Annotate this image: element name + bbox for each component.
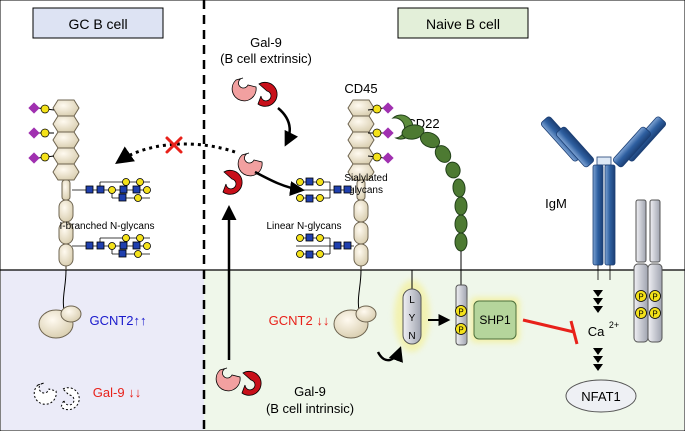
gc-b-cell-header: GC B cell [32,7,164,39]
galectin9-extrinsic-icon [231,77,278,107]
bcr-signal-arrows [593,290,603,371]
absent-galectin-icon [33,382,80,411]
gc-cd45-protein [38,99,82,339]
gal9-extrinsic-title: Gal-9 [250,35,282,50]
naive-b-cell-header: Naive B cell [397,7,529,39]
lyn-letter-y: Y [409,313,416,324]
cd45-label: CD45 [344,81,377,96]
sialylated-glycans-label-line1: Sialylated [344,173,387,184]
calcium-label: Ca [588,324,605,339]
block-x-icon [165,136,183,154]
shp1-phosphatase: SHP1 [470,297,520,343]
cd45-to-lyn-arrow [376,346,403,363]
svg-text:P: P [652,293,657,302]
lyn-kinase: L Y N [394,270,430,352]
lyn-letter-n: N [408,331,415,342]
naive-linear-glycan-lower [296,233,354,259]
naive-linear-glycan-upper [296,177,354,203]
igm-receptor [540,116,667,280]
linear-nglycans-label: Linear N-glycans [266,221,341,232]
ig-alpha-beta: P P P P [633,199,663,343]
gal9-intrinsic-title: Gal-9 [294,384,326,399]
igm-label: IgM [545,196,567,211]
galectin9-center-icon [222,152,263,195]
gc-ibranched-glycan-lower [72,234,151,258]
gc-sialylated-glycans [28,102,55,164]
gc-ibranched-glycan-upper [72,178,151,202]
shp1-label: SHP1 [479,313,511,327]
svg-text:P: P [638,293,643,302]
cd22-protein [391,114,468,288]
svg-text:P: P [458,326,463,335]
nfat1-node: NFAT1 [565,379,637,413]
sialylated-glycans-label-line2: glycans [349,185,383,196]
svg-text:P: P [652,310,657,319]
calcium-superscript: 2+ [609,320,619,330]
ibranched-nglycans-label: I-branched N-glycans [59,221,154,232]
svg-text:P: P [638,310,643,319]
gal9-binding-arrow [254,170,305,197]
galectin9-intrinsic-icon [215,367,262,396]
cd22-cytoplasmic-tail: P P [455,284,468,346]
gal9-extrinsic-subtitle: (B cell extrinsic) [220,51,312,66]
svg-text:P: P [458,308,463,317]
gal9-intrinsic-subtitle: (B cell intrinsic) [266,401,354,416]
gc-membrane-region [1,270,204,430]
gal9-down-label: Gal-9 ↓↓ [93,385,141,400]
shp1-inhibition-arrow [522,318,579,345]
naive-b-cell-title: Naive B cell [426,16,500,32]
lyn-letter-l: L [409,295,415,306]
gcnt2-up-label: GCNT2↑↑ [89,313,146,328]
gc-b-cell-title: GC B cell [68,16,127,32]
nfat1-label: NFAT1 [581,389,621,404]
gal9-extrinsic-arrow [277,107,299,147]
gcnt2-down-label: GCNT2 ↓↓ [269,313,330,328]
naive-cd45-protein [333,99,377,339]
